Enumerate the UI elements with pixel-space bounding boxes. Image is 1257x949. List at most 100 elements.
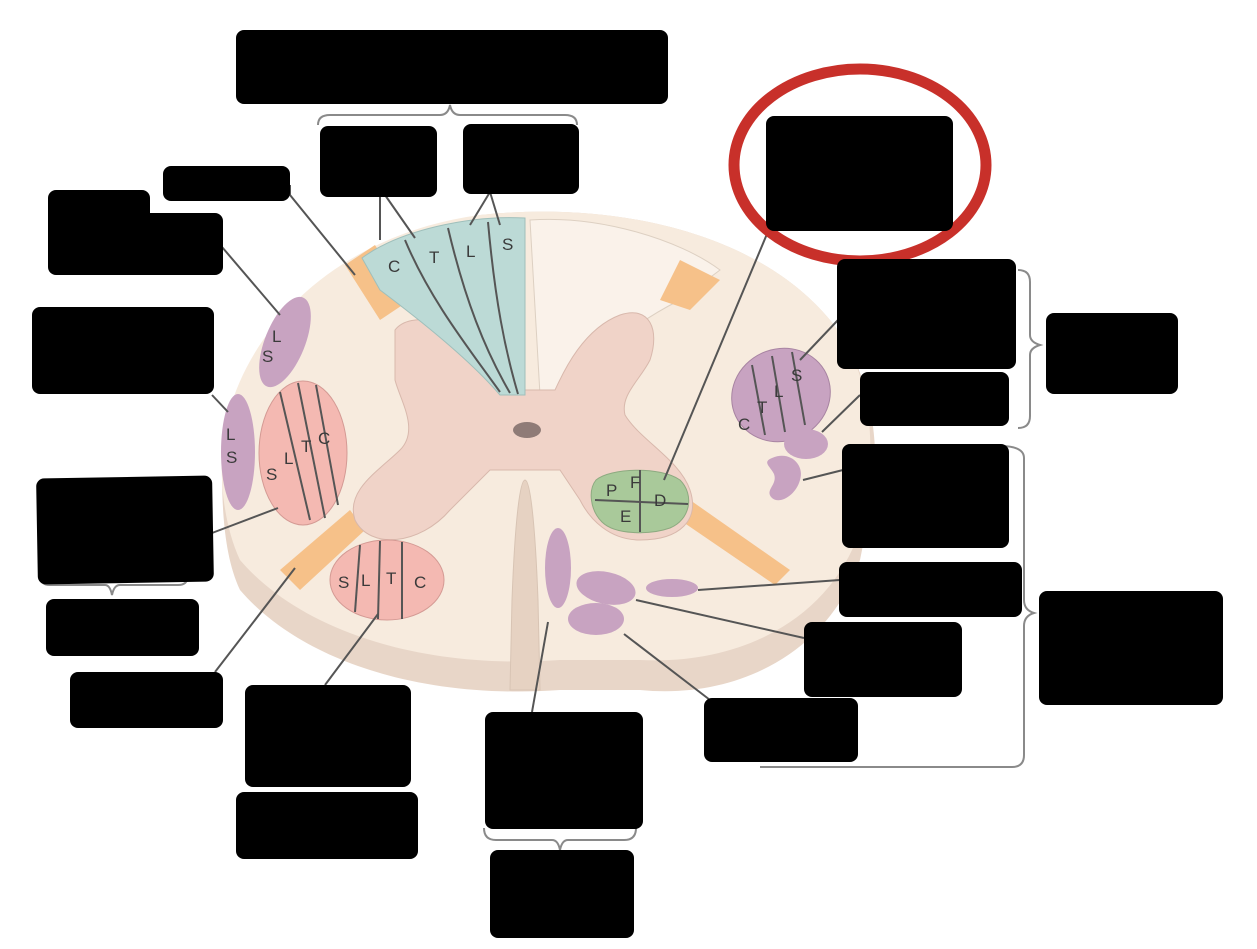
brace-right-lower — [760, 445, 1038, 768]
left-psc-shape — [259, 296, 311, 388]
left-anterior-label-s: S — [338, 573, 349, 592]
label-box-dorsal-left — [320, 126, 437, 197]
label-box-left-asc — [32, 307, 214, 394]
leader-ventral-median — [531, 621, 549, 713]
leader-ventral-tract-3 — [697, 579, 841, 591]
right-dorsal-root-zone — [660, 260, 720, 310]
dorsal-label-c: C — [388, 257, 400, 276]
ventral-tract-1 — [576, 571, 636, 605]
left-lateral-label-t: T — [301, 437, 311, 456]
left-lateral-divider-1 — [279, 391, 311, 521]
left-lateral-tract-shape — [258, 380, 348, 526]
left-ventral-root-zone — [280, 510, 365, 590]
leader-left-psc — [221, 246, 281, 316]
label-box-ventral-tract-1 — [804, 622, 962, 697]
right-tract-kidney — [767, 455, 801, 501]
left-lateral-divider-2 — [297, 382, 326, 519]
label-box-top-title — [236, 30, 668, 104]
dorsal-column-divider-2 — [447, 227, 511, 394]
left-asc-shape — [221, 394, 255, 510]
left-anterior-divider-2 — [377, 540, 381, 620]
left-anterior-divider-1 — [354, 544, 361, 613]
label-box-right-upper-brace — [1046, 313, 1178, 394]
left-anterior-tract: S L T C — [329, 539, 445, 621]
label-box-left-psc — [48, 213, 223, 275]
left-anterior-label-t: T — [386, 569, 396, 588]
left-lateral-label-l: L — [284, 449, 293, 468]
leader-dorsal-right-b — [489, 191, 501, 226]
leader-left-lateral — [211, 507, 279, 534]
right-lateral-label-s: S — [791, 366, 802, 385]
leader-lines — [211, 185, 861, 713]
ventral-tract-2 — [568, 603, 624, 635]
leader-right-lateral — [799, 319, 839, 361]
leader-left-ventral-root — [214, 567, 296, 673]
dorsal-label-t: T — [429, 248, 439, 267]
right-lateral-label-l: L — [774, 382, 783, 401]
label-box-left-ventral-root — [70, 672, 223, 728]
label-box-root-zone — [163, 166, 290, 201]
left-psc-label-s: S — [262, 347, 273, 366]
brace-right-upper — [1017, 269, 1044, 429]
leader-left-anterior — [324, 613, 379, 686]
ventral-median-fissure — [509, 479, 541, 691]
brace-dorsal-columns — [317, 104, 578, 126]
leader-ventral-tract-2 — [623, 633, 711, 701]
dorsal-column-divider-1 — [404, 239, 501, 393]
right-minor-tracts — [545, 429, 828, 635]
leader-root-zone — [289, 185, 356, 276]
leader-right-kidney — [802, 469, 844, 481]
label-box-circled — [766, 116, 953, 231]
ventral-label-f: F — [630, 473, 640, 492]
leader-dorsal-right-a — [469, 191, 491, 226]
dorsal-columns: C T L S — [361, 217, 526, 396]
right-ventral-root-zone — [680, 500, 790, 585]
right-tract-small-1 — [784, 429, 828, 459]
label-box-ventral-tract-3 — [839, 562, 1022, 617]
ventral-horn-nucleus: P F D E — [590, 469, 690, 534]
left-asc-label-s: S — [226, 448, 237, 467]
right-lateral-label-t: T — [757, 398, 767, 417]
right-lateral-divider-3 — [791, 351, 806, 426]
label-box-right-lateral — [837, 259, 1016, 369]
right-lateral-tract: C T L S — [731, 347, 831, 443]
left-lateral-label-c: C — [318, 429, 330, 448]
leader-right-small-1 — [821, 394, 861, 433]
label-box-right-kidney — [842, 444, 1009, 548]
leader-left-asc — [211, 394, 229, 413]
right-lateral-divider-2 — [771, 355, 786, 433]
left-lateral-tract: S L T C — [258, 380, 348, 526]
dorsal-column-divider-3 — [487, 221, 519, 395]
leader-ventral-tract-1 — [635, 599, 805, 639]
left-psc-label-l: L — [272, 327, 281, 346]
ventral-label-e: E — [620, 507, 631, 526]
ventral-nucleus-divider-h — [594, 499, 689, 505]
leader-circled-nucleus — [663, 221, 773, 481]
ventral-label-d: D — [654, 491, 666, 510]
left-asc-label-l: L — [226, 425, 235, 444]
brace-bottom-center — [483, 827, 637, 851]
left-anterior-spinocerebellar-tract: L S — [221, 394, 255, 510]
dorsal-label-l: L — [466, 242, 475, 261]
label-box-ventral-median — [485, 712, 643, 829]
leader-dorsal-left-b — [384, 194, 416, 239]
label-box-right-small — [860, 372, 1009, 426]
right-lateral-divider-1 — [751, 364, 766, 436]
dorsal-column-region — [361, 217, 526, 396]
dorsal-label-s: S — [502, 235, 513, 254]
ventral-label-p: P — [606, 481, 617, 500]
label-box-left-anterior — [245, 685, 411, 787]
label-box-right-lower-brace — [1039, 591, 1223, 705]
label-box-left-lateral — [36, 475, 214, 585]
left-anterior-label-c: C — [414, 573, 426, 592]
label-box-left-brace — [46, 599, 199, 656]
label-box-ventral-tract-2 — [704, 698, 858, 762]
left-lateral-divider-3 — [315, 384, 339, 506]
label-box-dorsal-right — [463, 124, 579, 194]
ventral-tract-elongated — [545, 528, 571, 608]
left-lateral-label-s: S — [266, 465, 277, 484]
left-anterior-label-l: L — [361, 571, 370, 590]
right-lateral-label-c: C — [738, 415, 750, 434]
ventral-tract-3 — [646, 579, 698, 597]
